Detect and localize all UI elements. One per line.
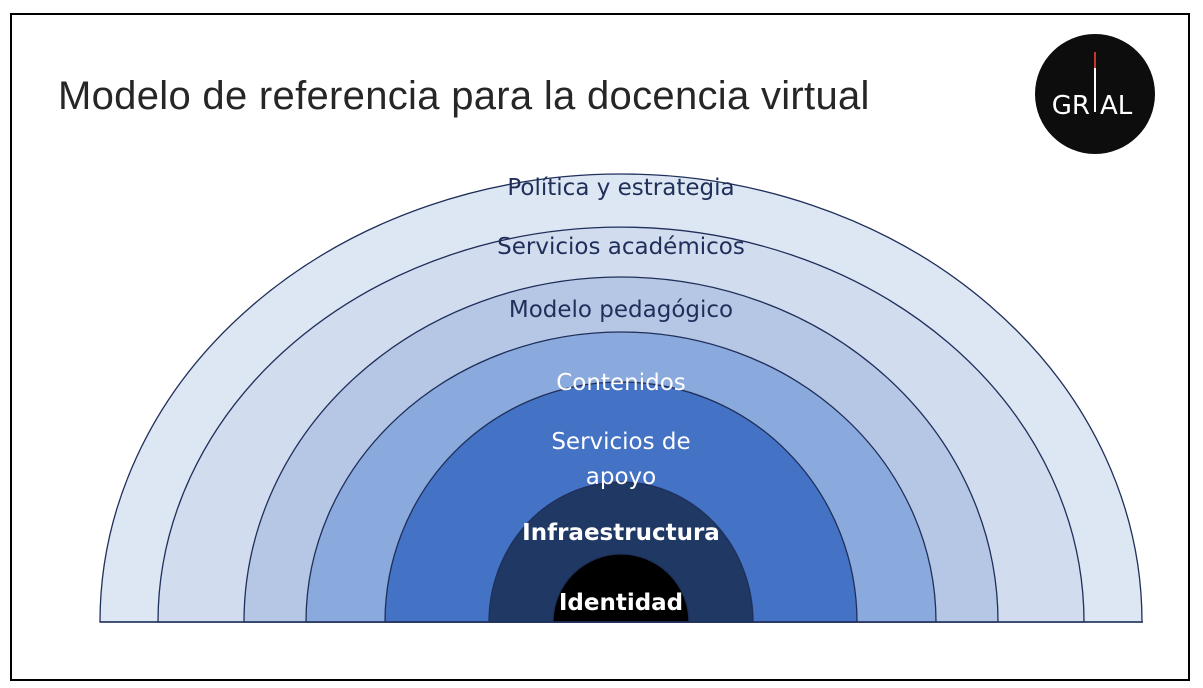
layer-label-6: Infraestructura <box>522 520 720 546</box>
layer-arc-6 <box>488 481 754 623</box>
logo-text-left: GR <box>1052 91 1090 121</box>
layer-label-1: Política y estrategia <box>507 175 734 201</box>
layer-label-7: Identidad <box>559 590 683 616</box>
layer-arc-7 <box>552 553 690 623</box>
layer-label-5-line-2: apoyo <box>586 464 656 490</box>
layer-label-4: Contenidos <box>556 370 686 396</box>
slide-title: Modelo de referencia para la docencia vi… <box>58 74 870 118</box>
logo-text-right: AL <box>1100 91 1133 121</box>
layer-label-3: Modelo pedagógico <box>509 297 733 323</box>
layer-label-2: Servicios académicos <box>497 234 745 260</box>
layer-label-5-line-1: Servicios de <box>551 429 690 455</box>
grial-logo: GR AL <box>1035 34 1155 154</box>
